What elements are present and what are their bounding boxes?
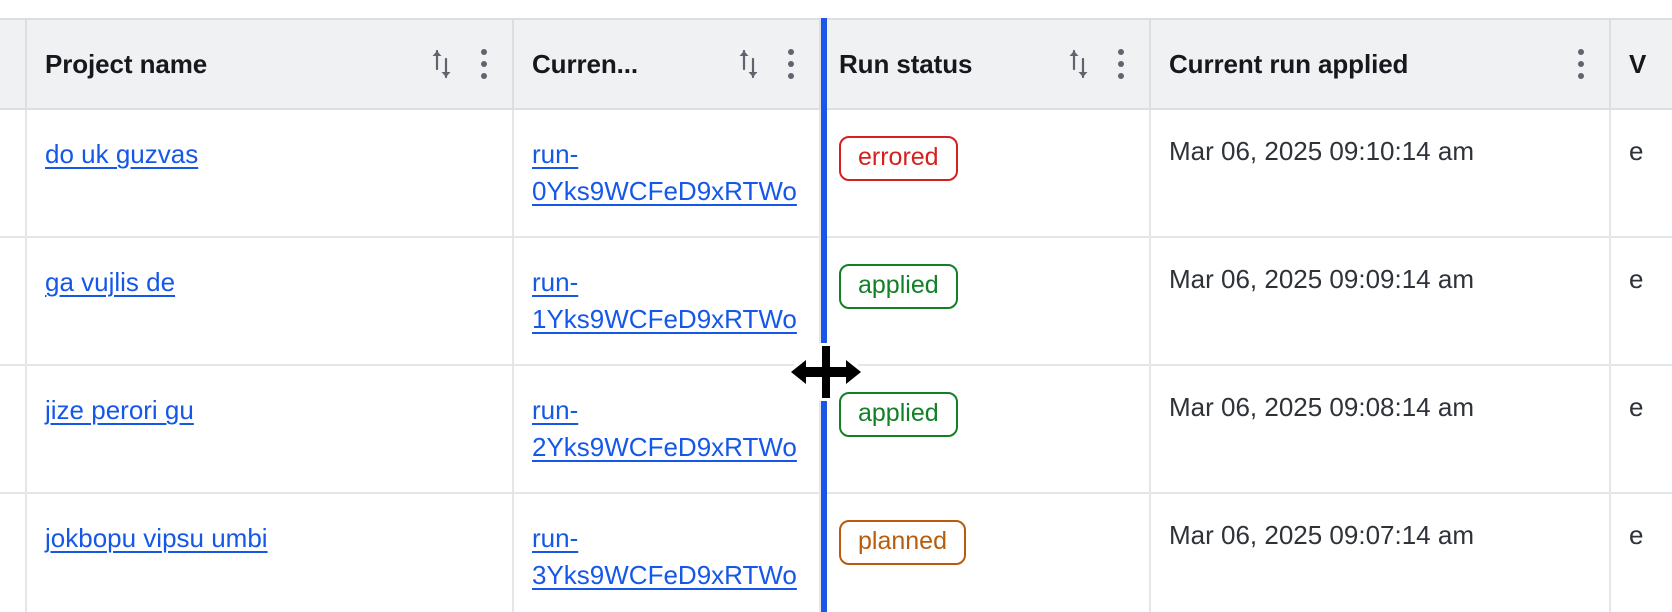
projects-table: Project name	[0, 18, 1672, 612]
truncated-cell-text: e	[1629, 264, 1644, 294]
kebab-menu-icon[interactable]	[1111, 47, 1131, 81]
cell-truncated-right: e	[1610, 365, 1672, 494]
current-run-link[interactable]: run-2Yks9WCFeD9xRTWo	[532, 395, 797, 462]
table-row[interactable]: jize perori gu run-2Yks9WCFeD9xRTWo appl…	[0, 365, 1672, 494]
cell-current-run: run-1Yks9WCFeD9xRTWo	[513, 237, 821, 366]
table-row[interactable]: ga vujlis de run-1Yks9WCFeD9xRTWo applie…	[0, 237, 1672, 366]
header-cell-truncated-right[interactable]: V	[1610, 18, 1672, 110]
cell-current-run-applied: Mar 06, 2025 09:09:14 am	[1150, 237, 1611, 366]
cell-project-name: jize perori gu	[26, 365, 514, 494]
cell-truncated-right: e	[1610, 109, 1672, 238]
current-run-link[interactable]: run-1Yks9WCFeD9xRTWo	[532, 267, 797, 334]
kebab-menu-icon[interactable]	[474, 47, 494, 81]
status-badge: planned	[839, 520, 966, 565]
cell-current-run: run-0Yks9WCFeD9xRTWo	[513, 109, 821, 238]
table-header-row: Project name	[0, 18, 1672, 110]
sort-icon[interactable]	[735, 47, 761, 81]
truncated-cell-text: e	[1629, 520, 1644, 550]
current-run-applied-timestamp: Mar 06, 2025 09:07:14 am	[1169, 520, 1474, 550]
project-name-link[interactable]: jokbopu vipsu umbi	[45, 523, 268, 553]
header-label-current-run-applied: Current run applied	[1169, 48, 1409, 79]
table-row[interactable]: jokbopu vipsu umbi run-3Yks9WCFeD9xRTWo …	[0, 493, 1672, 612]
table-row[interactable]: do uk guzvas run-0Yks9WCFeD9xRTWo errore…	[0, 109, 1672, 238]
header-label-project-name: Project name	[45, 48, 208, 79]
project-name-link[interactable]: do uk guzvas	[45, 139, 199, 169]
status-badge: applied	[839, 264, 958, 309]
header-cell-project-name[interactable]: Project name	[26, 18, 514, 110]
row-spacer-left	[0, 109, 27, 238]
column-resize-indicator[interactable]	[821, 18, 827, 612]
cell-current-run-applied: Mar 06, 2025 09:07:14 am	[1150, 493, 1611, 612]
current-run-applied-timestamp: Mar 06, 2025 09:10:14 am	[1169, 136, 1474, 166]
cell-run-status: applied	[820, 365, 1151, 494]
project-name-link[interactable]: jize perori gu	[45, 395, 194, 425]
table-header: Project name	[0, 18, 1672, 110]
kebab-menu-icon[interactable]	[781, 47, 801, 81]
projects-table-container: Project name	[0, 18, 1672, 612]
cell-current-run-applied: Mar 06, 2025 09:08:14 am	[1150, 365, 1611, 494]
cell-project-name: jokbopu vipsu umbi	[26, 493, 514, 612]
header-label-truncated-right: V	[1629, 48, 1647, 79]
status-badge: errored	[839, 136, 958, 181]
project-name-link[interactable]: ga vujlis de	[45, 267, 176, 297]
truncated-cell-text: e	[1629, 392, 1644, 422]
cell-truncated-right: e	[1610, 237, 1672, 366]
header-cell-current-run-applied[interactable]: Current run applied	[1150, 18, 1611, 110]
cell-current-run: run-3Yks9WCFeD9xRTWo	[513, 493, 821, 612]
table-body: do uk guzvas run-0Yks9WCFeD9xRTWo errore…	[0, 109, 1672, 612]
row-spacer-left	[0, 237, 27, 366]
row-spacer-left	[0, 365, 27, 494]
row-spacer-left	[0, 493, 27, 612]
cell-project-name: do uk guzvas	[26, 109, 514, 238]
current-run-applied-timestamp: Mar 06, 2025 09:09:14 am	[1169, 264, 1474, 294]
header-cell-spacer-left	[0, 18, 27, 110]
status-badge: applied	[839, 392, 958, 437]
current-run-link[interactable]: run-0Yks9WCFeD9xRTWo	[532, 139, 797, 206]
truncated-cell-text: e	[1629, 136, 1644, 166]
cell-run-status: errored	[820, 109, 1151, 238]
cell-run-status: planned	[820, 493, 1151, 612]
kebab-menu-icon[interactable]	[1571, 47, 1591, 81]
sort-icon[interactable]	[428, 47, 454, 81]
header-label-current-run: Curren...	[532, 48, 639, 79]
cell-current-run-applied: Mar 06, 2025 09:10:14 am	[1150, 109, 1611, 238]
cell-current-run: run-2Yks9WCFeD9xRTWo	[513, 365, 821, 494]
current-run-applied-timestamp: Mar 06, 2025 09:08:14 am	[1169, 392, 1474, 422]
current-run-link[interactable]: run-3Yks9WCFeD9xRTWo	[532, 523, 797, 590]
cell-project-name: ga vujlis de	[26, 237, 514, 366]
sort-icon[interactable]	[1065, 47, 1091, 81]
cell-run-status: applied	[820, 237, 1151, 366]
header-cell-run-status[interactable]: Run status	[820, 18, 1151, 110]
cell-truncated-right: e	[1610, 493, 1672, 612]
header-label-run-status: Run status	[839, 48, 973, 79]
header-cell-current-run[interactable]: Curren...	[513, 18, 821, 110]
